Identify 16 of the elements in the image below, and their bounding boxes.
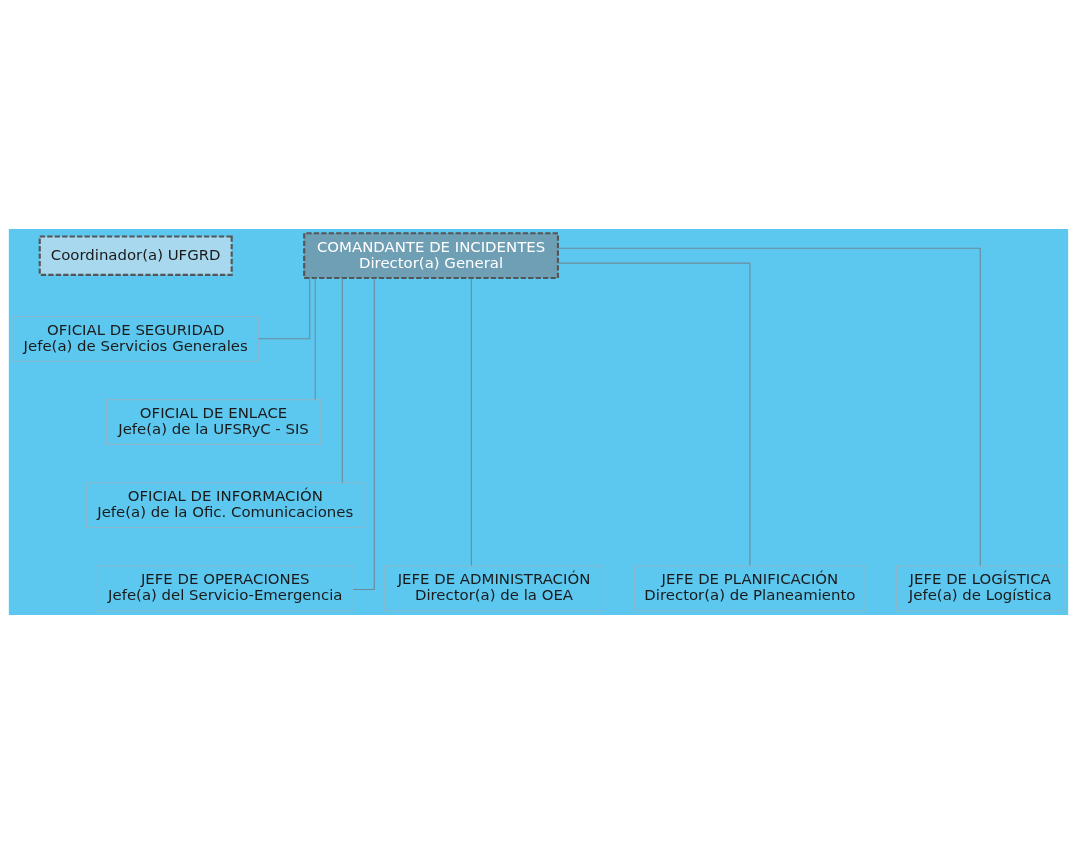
- node-box: OFICIAL DE SEGURIDAD Jefe(a) de Servicios Generales: [12, 315, 259, 362]
- node-box: Coordinador(a) UFGRD: [38, 235, 233, 276]
- node-box: JEFE DE ADMINISTRACIÓN Director(a) de la OEA: [384, 565, 604, 612]
- node-box: JEFE DE PLANIFICACIÓN Director(a) de Planeamiento: [634, 565, 866, 612]
- node-box: OFICIAL DE ENLACE Jefe(a) de la UFSRyC - SIS: [105, 399, 322, 445]
- connector: [470, 278, 472, 567]
- node-box: JEFE DE LOGÍSTICA Jefe(a) de Logística: [895, 565, 1065, 612]
- node-box: COMANDANTE DE INCIDENTES Director(a) General: [303, 232, 560, 280]
- connector: [557, 247, 981, 567]
- connector: [352, 277, 375, 590]
- connector: [341, 277, 343, 483]
- connector: [314, 277, 316, 400]
- node-box: OFICIAL DE INFORMACIÓN Jefe(a) de la Ofic. Comunicaciones: [86, 482, 365, 529]
- connector: [557, 262, 751, 566]
- node-box: JEFE DE OPERACIONES Jefe(a) del Servicio-Emergencia: [96, 565, 354, 612]
- connector: [257, 277, 311, 340]
